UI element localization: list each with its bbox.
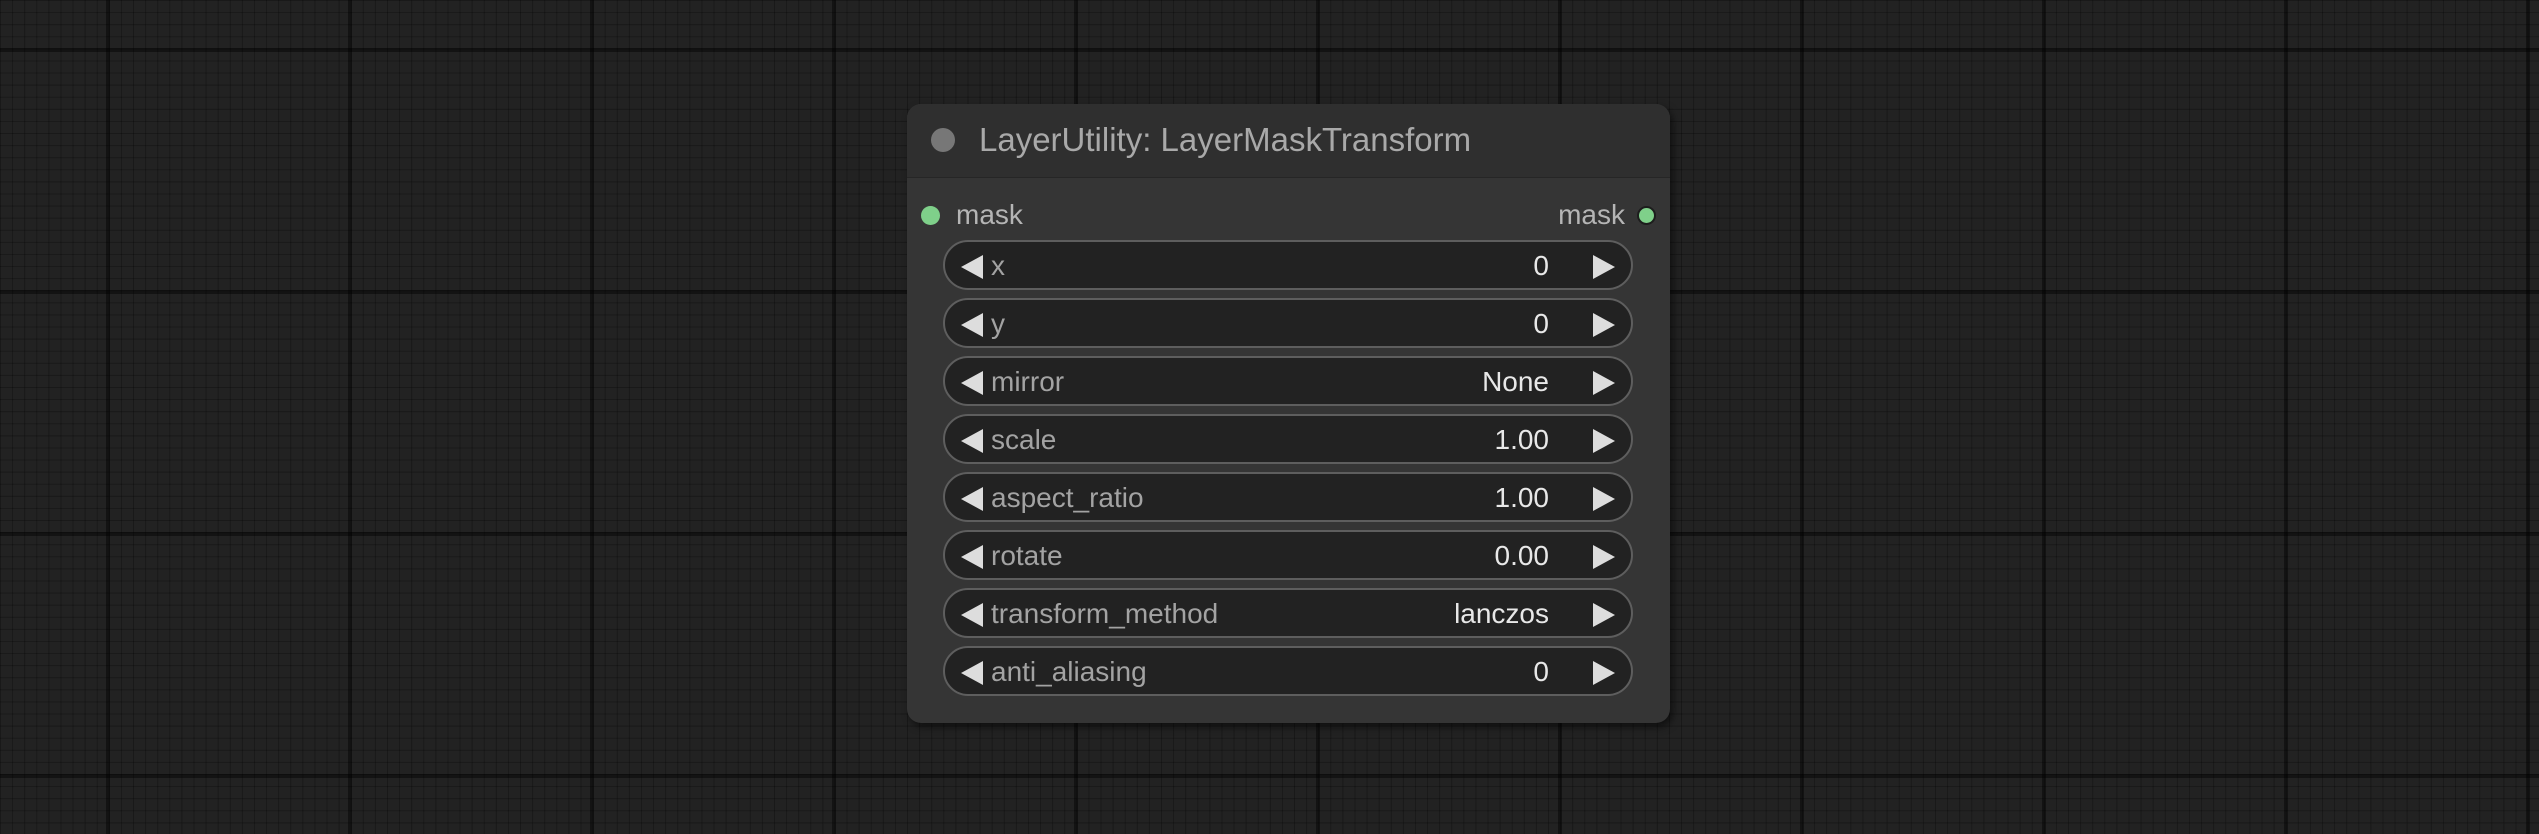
node-title: LayerUtility: LayerMaskTransform [979,121,1472,158]
widget-value[interactable]: 0 [1533,308,1549,339]
widget-anti-aliasing[interactable]: anti_aliasing 0 [943,646,1633,696]
widget-label: y [991,308,1005,339]
decrement-arrow-icon[interactable] [961,429,983,453]
input-connector-icon[interactable] [921,205,940,225]
increment-arrow-icon[interactable] [1593,255,1615,279]
increment-arrow-icon[interactable] [1593,429,1615,453]
widget-x[interactable]: x 0 [943,240,1633,290]
widget-label: mirror [991,366,1065,397]
widget-value[interactable]: 1.00 [1494,424,1550,455]
decrement-arrow-icon[interactable] [961,661,983,685]
collapse-toggle-icon[interactable] [931,128,955,152]
widget-value[interactable]: 0 [1533,250,1549,281]
widget-rotate[interactable]: rotate 0.00 [943,530,1633,580]
output-slot-mask[interactable]: mask [1558,200,1656,230]
widget-label: aspect_ratio [991,482,1144,513]
decrement-arrow-icon[interactable] [961,255,983,279]
widget-y[interactable]: y 0 [943,298,1633,348]
decrement-arrow-icon[interactable] [961,545,983,569]
increment-arrow-icon[interactable] [1593,603,1615,627]
input-slot-mask[interactable]: mask [921,200,1023,230]
widget-value[interactable]: lanczos [1454,598,1549,629]
increment-arrow-icon[interactable] [1593,371,1615,395]
input-slot-label: mask [956,199,1023,230]
node-title-bar[interactable]: LayerUtility: LayerMaskTransform [907,104,1670,178]
widget-label: x [991,250,1005,281]
widget-value[interactable]: 0 [1533,656,1549,687]
widget-label: scale [991,424,1057,455]
output-slot-label: mask [1558,199,1625,230]
widget-mirror[interactable]: mirror None [943,356,1633,406]
decrement-arrow-icon[interactable] [961,313,983,337]
increment-arrow-icon[interactable] [1593,661,1615,685]
widget-transform-method[interactable]: transform_method lanczos [943,588,1633,638]
widget-value[interactable]: 0.00 [1494,540,1550,571]
decrement-arrow-icon[interactable] [961,371,983,395]
output-connector-icon[interactable] [1637,205,1656,225]
decrement-arrow-icon[interactable] [961,603,983,627]
widget-label: transform_method [991,598,1219,629]
widget-value[interactable]: 1.00 [1494,482,1550,513]
widget-list: x 0 y 0 mirror None scale 1.00 [943,240,1633,704]
increment-arrow-icon[interactable] [1593,313,1615,337]
widget-scale[interactable]: scale 1.00 [943,414,1633,464]
widget-label: rotate [991,540,1063,571]
decrement-arrow-icon[interactable] [961,487,983,511]
widget-label: anti_aliasing [991,656,1147,687]
widget-aspect-ratio[interactable]: aspect_ratio 1.00 [943,472,1633,522]
widget-value[interactable]: None [1482,366,1549,397]
increment-arrow-icon[interactable] [1593,545,1615,569]
layer-mask-transform-node[interactable]: LayerUtility: LayerMaskTransform mask ma… [907,104,1670,723]
increment-arrow-icon[interactable] [1593,487,1615,511]
